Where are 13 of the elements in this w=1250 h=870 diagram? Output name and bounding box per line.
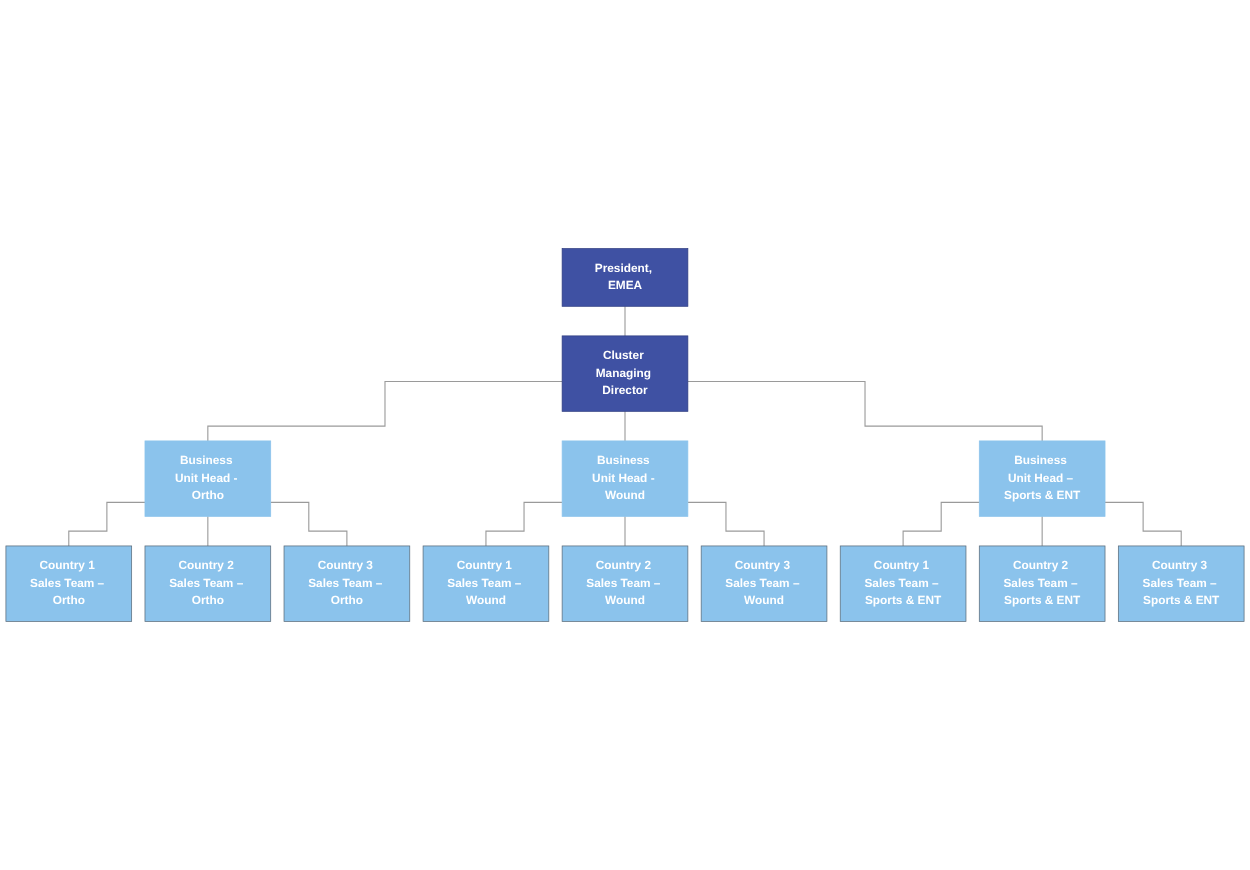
connector bbox=[207, 515, 209, 547]
connector bbox=[624, 305, 626, 337]
connector bbox=[270, 501, 348, 547]
connector bbox=[687, 380, 1043, 442]
connector bbox=[1104, 501, 1182, 547]
connector bbox=[68, 501, 146, 547]
connector bbox=[207, 380, 563, 442]
connector bbox=[687, 501, 765, 547]
connector bbox=[902, 501, 980, 547]
connector bbox=[624, 515, 626, 547]
connector bbox=[1041, 515, 1043, 547]
connector bbox=[624, 410, 626, 442]
connector bbox=[485, 501, 563, 547]
